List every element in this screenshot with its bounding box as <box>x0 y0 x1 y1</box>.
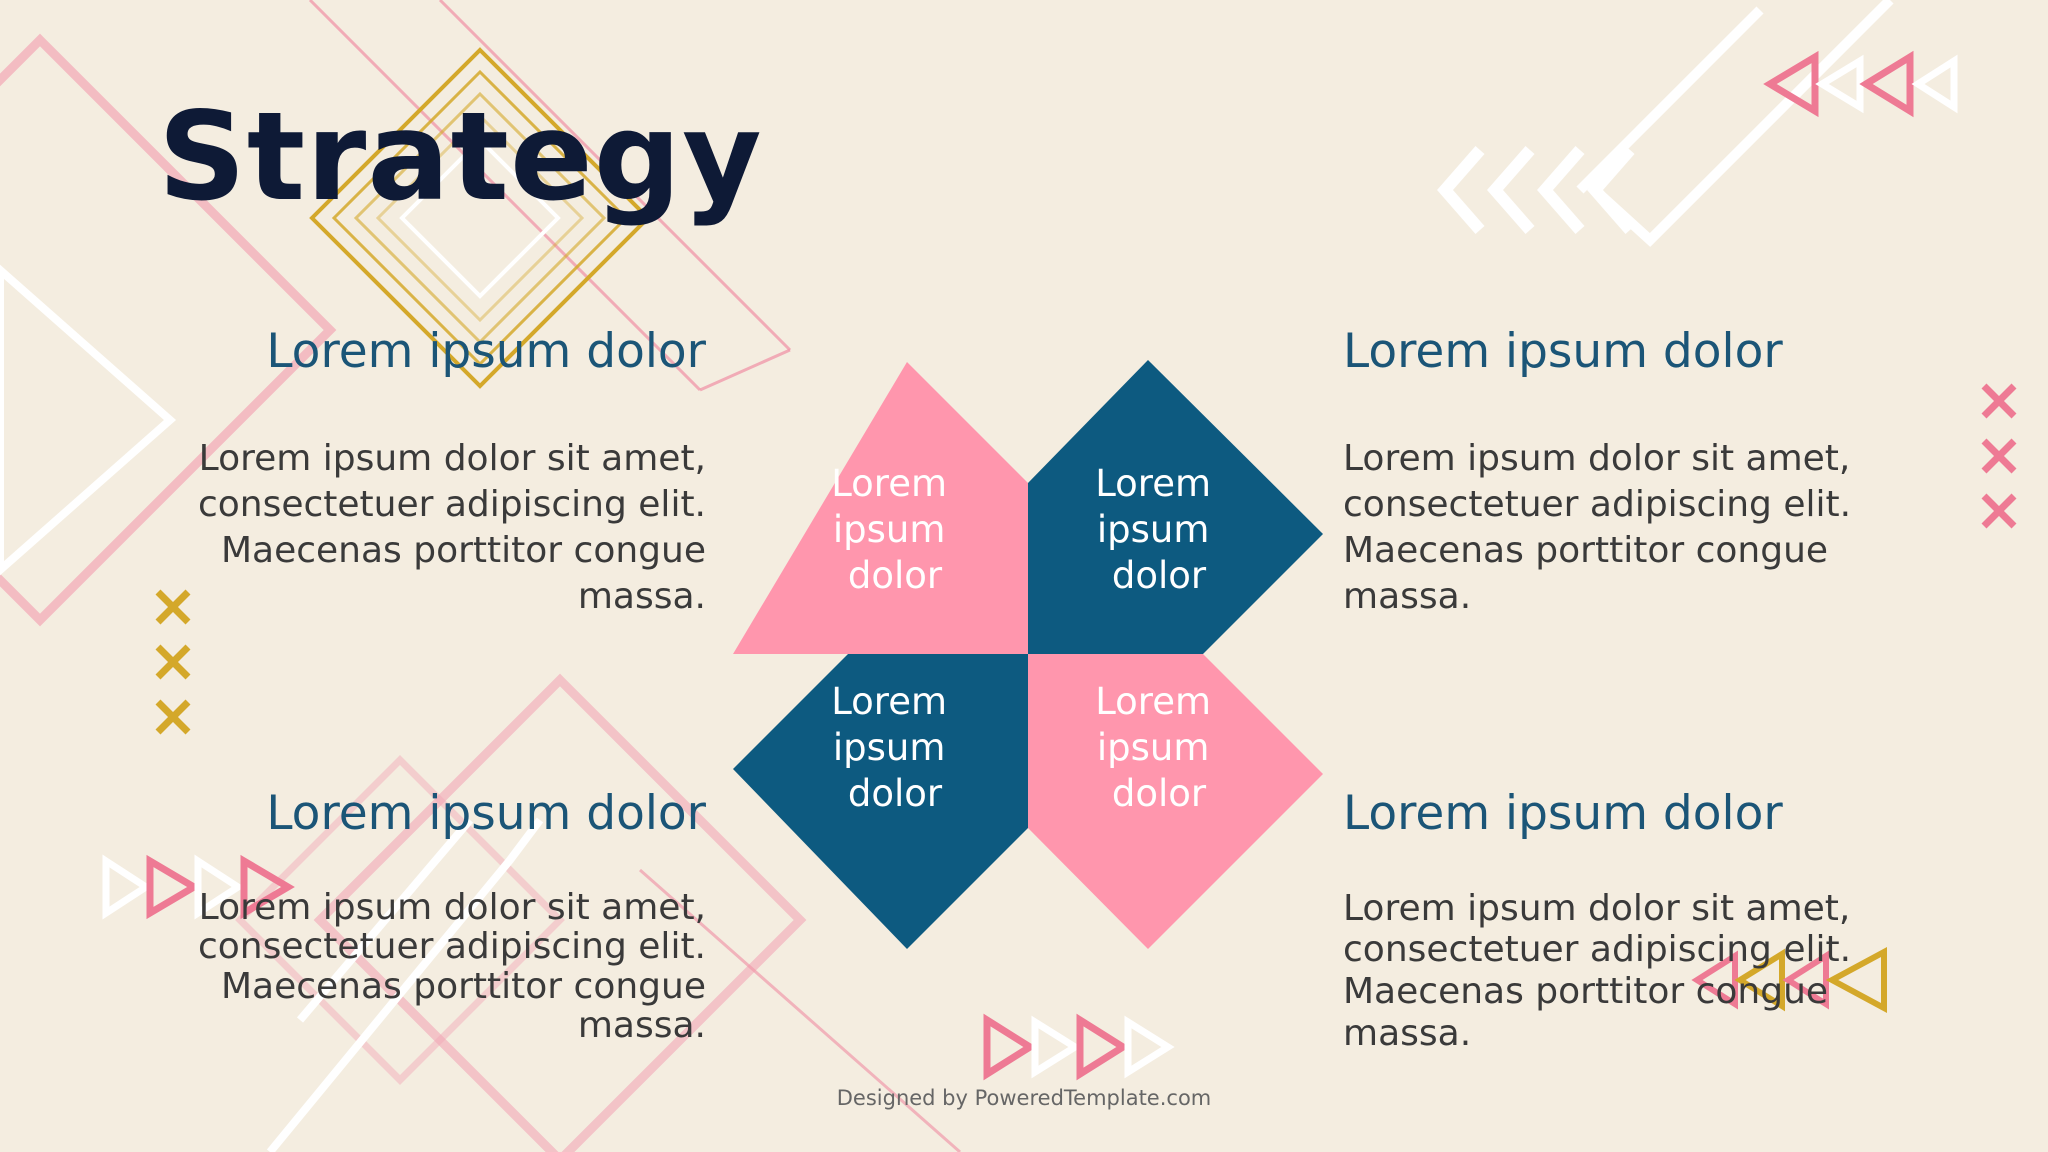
block-body: Lorem ipsum dolor sit amet, consectetuer… <box>1343 437 1852 617</box>
pink-triangle-outline <box>1859 50 1914 118</box>
footer-credit: Designed by PoweredTemplate.com <box>836 1086 1212 1110</box>
block-heading: Lorem ipsum dolor <box>266 324 706 379</box>
white-line <box>1576 6 1764 194</box>
gold-diamond-outline <box>331 69 629 367</box>
gold-triangle-outline <box>1734 948 1785 1012</box>
pink-cross-icon <box>1981 493 2017 529</box>
white-diamond-outline <box>399 137 561 299</box>
block-body: Lorem ipsum dolor sit amet, consectetuer… <box>197 437 706 617</box>
white-outline-shape <box>296 817 474 1023</box>
gold-cross-icon <box>155 644 191 680</box>
block-heading: Lorem ipsum dolor <box>1343 786 1783 841</box>
block-heading: Lorem ipsum dolor <box>266 786 706 841</box>
gold-diamond-outline <box>375 113 585 323</box>
quadrant-bottom-right-label: Lorem ipsum dolor <box>1095 680 1223 815</box>
pink-line <box>699 348 791 392</box>
pink-triangle-outline <box>983 1013 1037 1081</box>
text-block-top-left: Lorem ipsum dolor Lorem ipsum dolor sit … <box>146 326 706 620</box>
text-block-bottom-right: Lorem ipsum dolor Lorem ipsum dolor sit … <box>1343 788 1903 1055</box>
white-outline-shape <box>0 264 177 576</box>
pink-outline-shape <box>0 33 337 627</box>
white-triangle-outline <box>194 854 245 920</box>
pink-cross-icon <box>1981 438 2017 474</box>
pink-line <box>639 868 961 1152</box>
pink-triangle-outline <box>146 854 201 920</box>
pink-triangle-outline <box>240 854 295 920</box>
slide-title: Strategy <box>158 86 763 228</box>
gold-triangle-outline <box>1825 946 1887 1014</box>
pink-line <box>308 0 702 392</box>
white-chevron <box>1437 146 1485 234</box>
quadrant-bottom-left <box>733 654 1028 949</box>
pink-triangle-outline <box>1763 50 1819 118</box>
white-chevron <box>1588 0 1894 247</box>
quadrant-bottom-left-label: Lorem ipsum dolor <box>831 680 959 815</box>
quadrant-top-right <box>1028 360 1323 654</box>
block-body: Lorem ipsum dolor sit amet, consectetuer… <box>197 886 706 1047</box>
gold-diamond-outline <box>353 91 607 345</box>
white-chevron <box>1537 146 1585 234</box>
white-triangle-outline <box>1031 1015 1082 1079</box>
quadrant-top-left-label: Lorem ipsum dolor <box>831 462 959 597</box>
text-block-top-right: Lorem ipsum dolor Lorem ipsum dolor sit … <box>1343 326 1903 620</box>
quadrant-top-left <box>733 362 1028 654</box>
quadrant-top-right-label: Lorem ipsum dolor <box>1095 462 1223 597</box>
gold-cross-icon <box>155 589 191 625</box>
pink-line <box>438 0 792 352</box>
text-block-bottom-left: Lorem ipsum dolor Lorem ipsum dolor sit … <box>146 788 706 1046</box>
white-triangle-outline <box>1124 1015 1175 1079</box>
gold-cross-icon <box>155 699 191 735</box>
pink-outline-shape <box>313 673 807 1152</box>
white-triangle-outline <box>102 854 153 920</box>
white-triangle-outline <box>1911 54 1958 114</box>
block-body: Lorem ipsum dolor sit amet, consectetuer… <box>1343 887 1852 1054</box>
quadrant-bottom-right <box>1028 654 1323 949</box>
white-chevron <box>1487 146 1535 234</box>
pink-triangle-outline <box>1076 1013 1130 1081</box>
block-heading: Lorem ipsum dolor <box>1343 324 1783 379</box>
pink-cross-icon <box>1981 383 2017 419</box>
white-outline-shape <box>266 817 544 1152</box>
gold-diamond-outline <box>309 47 651 389</box>
